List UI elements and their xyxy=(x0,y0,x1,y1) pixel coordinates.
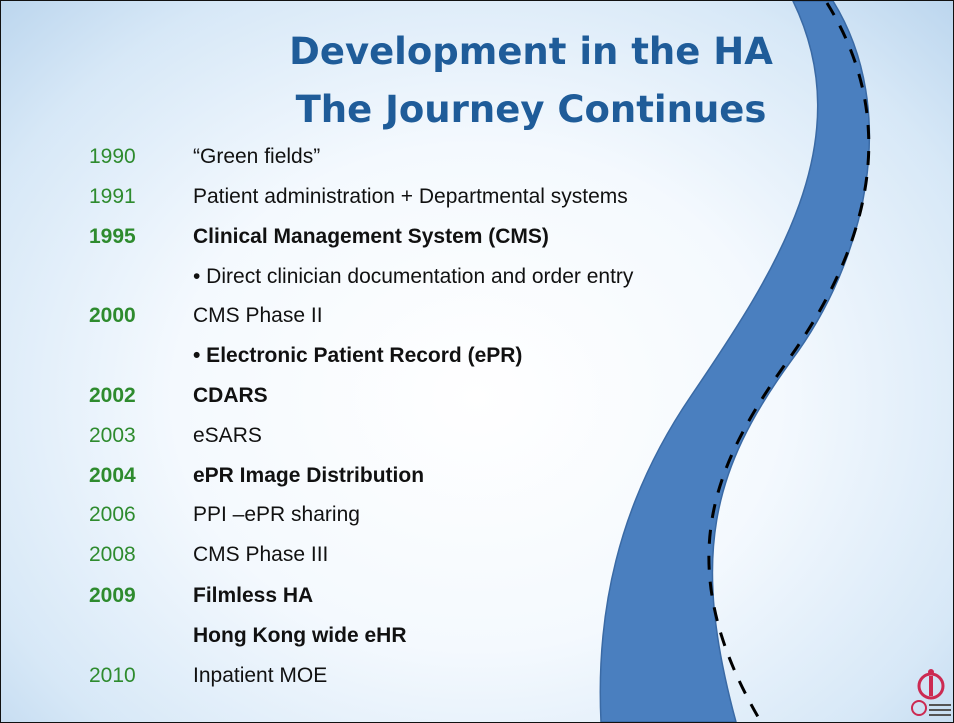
timeline-description: CMS Phase III xyxy=(193,543,329,566)
title-line-1: Development in the HA xyxy=(289,30,773,73)
road-center-line xyxy=(707,2,871,722)
timeline-description: Clinical Management System (CMS) xyxy=(193,225,549,248)
timeline-description: ePR Image Distribution xyxy=(193,464,425,487)
timeline-year: 2002 xyxy=(89,384,136,407)
timeline-description: • Electronic Patient Record (ePR) xyxy=(193,344,523,367)
timeline-year: 1995 xyxy=(89,225,136,248)
timeline-year: 2004 xyxy=(89,464,136,487)
timeline-description: PPI –ePR sharing xyxy=(193,503,360,526)
timeline-description: • Direct clinician documentation and ord… xyxy=(193,265,634,288)
slide-title: Development in the HA The Journey Contin… xyxy=(251,23,811,139)
timeline-year: 2000 xyxy=(89,304,136,327)
timeline-year: 2003 xyxy=(89,424,136,447)
timeline-year: 2008 xyxy=(89,543,136,566)
timeline-description: Filmless HA xyxy=(193,584,314,607)
timeline-description: “Green fields” xyxy=(193,145,321,168)
title-line-2: The Journey Continues xyxy=(295,88,767,131)
timeline-year: 2006 xyxy=(89,503,136,526)
hospital-authority-logo xyxy=(911,669,951,716)
timeline-description: CDARS xyxy=(193,384,268,407)
timeline-year: 1990 xyxy=(89,145,136,168)
timeline-description: Patient administration + Departmental sy… xyxy=(193,185,628,208)
timeline-description: Hong Kong wide eHR xyxy=(193,624,407,647)
timeline-year: 2010 xyxy=(89,664,136,687)
timeline-description: eSARS xyxy=(193,424,262,447)
timeline-description: CMS Phase II xyxy=(193,304,323,327)
timeline-description: Inpatient MOE xyxy=(193,664,328,687)
timeline-year: 2009 xyxy=(89,584,136,607)
timeline-year: 1991 xyxy=(89,185,136,208)
